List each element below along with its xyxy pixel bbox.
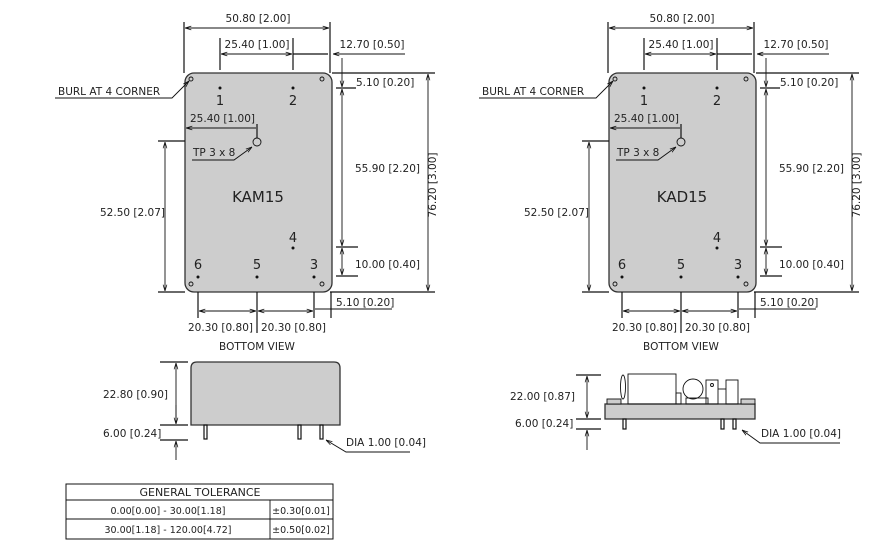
dim-kam-pin-dia: DIA 1.00 [0.04] (346, 437, 426, 449)
dim-overall-height: 76.20 [3.00] (427, 153, 439, 218)
dim-pin4-offset: 10.00 [0.40] (779, 259, 844, 271)
pin-label: 5 (677, 258, 685, 273)
dim-pin-span: 55.90 [2.20] (779, 163, 844, 175)
top-view-kam15: 1 2 4 6 5 3 KAM15 50.80 [2.00] 25.40 [1.… (55, 13, 439, 353)
burl-circles (188, 76, 325, 287)
pin-label: 3 (734, 258, 742, 273)
burl-label: BURL AT 4 CORNER (482, 86, 584, 98)
table-title: GENERAL TOLERANCE (139, 486, 260, 499)
dim-pin-pitch-top: 25.40 [1.00] (649, 39, 714, 51)
pin-label: 4 (289, 231, 297, 246)
dim-overall-width: 50.80 [2.00] (650, 13, 715, 25)
dim-kad-pin-length: 6.00 [0.24] (515, 418, 573, 430)
pcb-board (604, 403, 756, 420)
test-point (676, 137, 686, 147)
dim-overall-width: 50.80 [2.00] (226, 13, 291, 25)
dim-overall-height: 76.20 [3.00] (851, 153, 863, 218)
tp-label: TP 3 x 8 (192, 147, 235, 159)
dim-edge-bottom: 5.10 [0.20] (760, 297, 818, 309)
dim-tp-offset: 25.40 [1.00] (614, 113, 679, 125)
tolerance-table: GENERAL TOLERANCE 0.00[0.00] - 30.00[1.1… (65, 483, 334, 540)
top-view-kad15: 1 2 4 6 5 3 KAD15 50.80 [2.00] 25.40 [1.… (479, 13, 863, 353)
pin-label: 5 (253, 258, 261, 273)
pin-label: 2 (713, 94, 721, 109)
table-cell-range: 30.00[1.18] - 120.00[4.72] (104, 525, 231, 536)
dim-edge-bottom: 5.10 [0.20] (336, 297, 394, 309)
dim-pin-offset-right: 12.70 [0.50] (340, 39, 405, 51)
dim-kad-pin-dia: DIA 1.00 [0.04] (761, 428, 841, 440)
model-label: KAD15 (657, 188, 707, 206)
dim-pitch-bottom-right: 20.30 [0.80] (685, 322, 750, 334)
side-view-kad15: 22.00 [0.87] 6.00 [0.24] DIA 1.00 [0.04] (510, 373, 841, 450)
side-view-kam15: 22.80 [0.90] 6.00 [0.24] DIA 1.00 [0.04] (103, 361, 426, 460)
dim-kad-height: 22.00 [0.87] (510, 391, 575, 403)
pin-label: 1 (640, 94, 648, 109)
pin-dots (620, 86, 740, 279)
table-cell-tol: ±0.30[0.01] (272, 506, 330, 517)
pin-label: 2 (289, 94, 297, 109)
pin-dots (196, 86, 316, 279)
burl-label: BURL AT 4 CORNER (58, 86, 160, 98)
dim-pitch-bottom-left: 20.30 [0.80] (612, 322, 677, 334)
model-label: KAM15 (232, 188, 284, 206)
pin-label: 3 (310, 258, 318, 273)
dim-pin-pitch-top: 25.40 [1.00] (225, 39, 290, 51)
dim-pitch-bottom-right: 20.30 [0.80] (261, 322, 326, 334)
dim-edge-top: 5.10 [0.20] (356, 77, 414, 89)
table-cell-range: 0.00[0.00] - 30.00[1.18] (111, 506, 226, 517)
dim-edge-top: 5.10 [0.20] (780, 77, 838, 89)
dim-tp-offset: 25.40 [1.00] (190, 113, 255, 125)
pin-label: 6 (194, 258, 202, 273)
dim-pin4-offset: 10.00 [0.40] (355, 259, 420, 271)
pin-label: 4 (713, 231, 721, 246)
pin-label: 1 (216, 94, 224, 109)
test-point (252, 137, 262, 147)
dim-pin-offset-right: 12.70 [0.50] (764, 39, 829, 51)
tp-label: TP 3 x 8 (616, 147, 659, 159)
pin-label: 6 (618, 258, 626, 273)
dim-pin-span: 55.90 [2.20] (355, 163, 420, 175)
burl-circles (612, 76, 749, 287)
bottom-view-caption: BOTTOM VIEW (643, 341, 720, 353)
dim-pitch-bottom-left: 20.30 [0.80] (188, 322, 253, 334)
dim-kam-pin-length: 6.00 [0.24] (103, 428, 161, 440)
dim-tp-height: 52.50 [2.07] (524, 207, 589, 219)
table-cell-tol: ±0.50[0.02] (272, 525, 330, 536)
bottom-view-caption: BOTTOM VIEW (219, 341, 296, 353)
dim-kam-height: 22.80 [0.90] (103, 389, 168, 401)
dim-tp-height: 52.50 [2.07] (100, 207, 165, 219)
